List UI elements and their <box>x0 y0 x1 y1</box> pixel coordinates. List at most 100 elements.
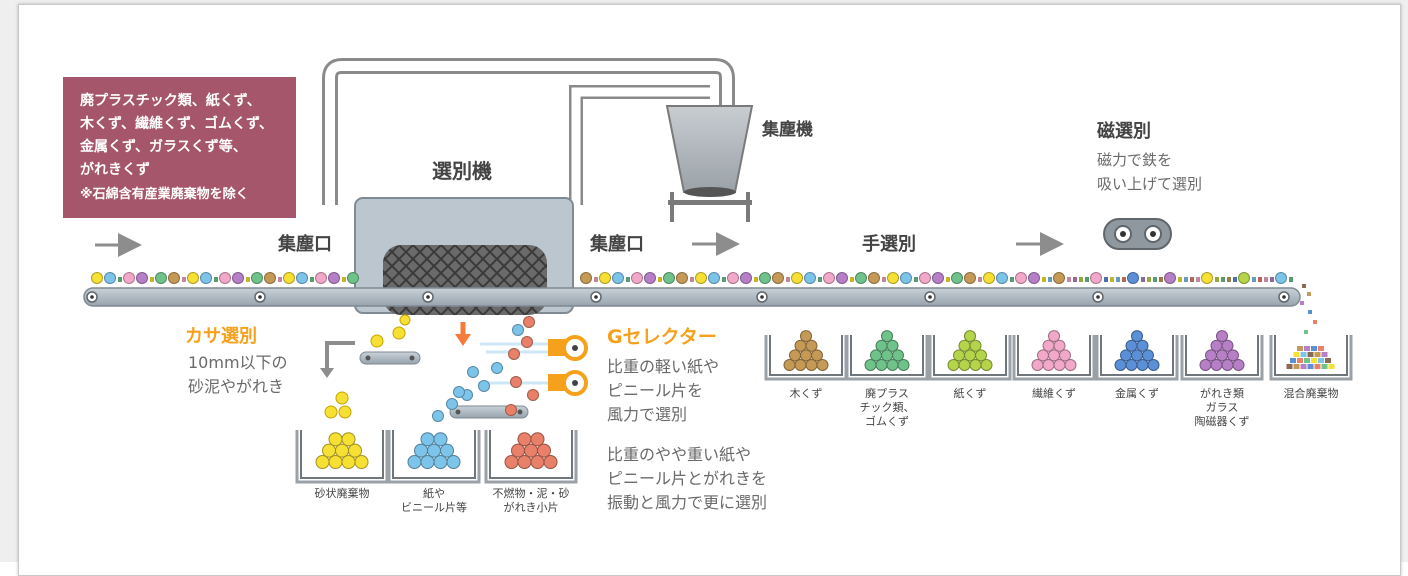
bin-inner <box>1100 335 1174 376</box>
pile-fragment <box>1311 358 1317 363</box>
waste-item <box>983 272 995 284</box>
g-selector-line-5: ピニール片とがれきを <box>607 469 767 488</box>
input-materials-box: 廃プラスチック類、紙くず、 木くず、繊維くず、ゴムくず、 金属くず、ガラスくず等… <box>63 77 296 218</box>
pile-fragment <box>1325 358 1331 363</box>
bin-outer <box>1180 335 1264 381</box>
sorting-item <box>432 410 444 422</box>
bin-inner <box>300 430 384 479</box>
waste-fragment <box>1304 330 1308 334</box>
pile-item <box>969 359 982 371</box>
bin-label: 紙や <box>423 486 445 500</box>
bin-outer <box>1095 335 1179 381</box>
g-selector-line-3: 風力で選別 <box>607 405 687 424</box>
magnetic-line-2: 吸い上げて選別 <box>1097 175 1202 193</box>
pile-fragment <box>1293 352 1300 357</box>
waste-fragment <box>1110 277 1114 282</box>
bin-label: 混合廃棄物 <box>1284 386 1339 400</box>
pile-fragment <box>1318 346 1324 351</box>
waste-fragment <box>1178 277 1182 282</box>
pile-item <box>805 339 818 352</box>
pile-item <box>530 455 545 469</box>
pile-item <box>348 443 362 458</box>
waste-fragment <box>978 277 982 282</box>
duct <box>322 58 735 205</box>
pile-item <box>433 432 448 447</box>
input-line-4: がれきくず <box>80 161 150 178</box>
pile-item <box>975 349 987 362</box>
bin-label: ビニール片等 <box>401 500 467 514</box>
pile-item <box>794 339 807 352</box>
waste-fragment <box>182 277 186 282</box>
waste-item <box>887 272 899 284</box>
pile-item <box>328 455 343 469</box>
pile-item <box>1048 330 1060 343</box>
waste-item <box>727 272 739 284</box>
pile-item <box>1232 359 1245 371</box>
waste-item <box>823 272 835 284</box>
bin-label: 陶磁器くず <box>1195 414 1250 428</box>
waste-item <box>200 272 212 284</box>
fan-icon <box>548 335 588 361</box>
pile-item <box>1042 359 1055 371</box>
sorting-item <box>527 389 539 401</box>
waste-item <box>251 272 263 284</box>
bin-inner <box>933 335 1007 376</box>
bin-inner <box>1274 335 1348 376</box>
pile-item <box>811 349 823 362</box>
pile-item <box>892 349 904 362</box>
bin-label: 砂状廃棄物 <box>315 486 370 500</box>
conveyor-rollers <box>86 291 1290 303</box>
waste-fragment <box>1067 277 1071 282</box>
waste-item <box>1164 272 1176 284</box>
pile-item <box>886 339 899 352</box>
pile-fragment <box>1321 364 1328 369</box>
pile-item <box>1136 339 1149 352</box>
waste-item <box>328 272 340 284</box>
pile-fragment <box>1314 364 1321 369</box>
pile-item <box>517 432 532 447</box>
sorting-item <box>453 386 465 398</box>
pile-item <box>1216 330 1228 343</box>
waste-fragment <box>1252 277 1256 282</box>
bin-label: チック類、 <box>860 401 915 414</box>
pile-item <box>524 443 538 458</box>
waste-fragment <box>1079 277 1083 282</box>
hand-bins: 木くず廃プラスチック類、ゴムくず紙くず繊維くず金属くずがれき類ガラス陶磁器くず混… <box>764 330 1353 428</box>
pile-item <box>543 455 558 469</box>
bin: 砂状廃棄物 <box>295 430 389 500</box>
waste-fragment <box>1122 277 1126 282</box>
sorting-item <box>478 380 490 392</box>
pile-item <box>315 455 330 469</box>
pile-item <box>1221 339 1234 352</box>
waste-item <box>695 272 707 284</box>
waste-fragment <box>850 277 854 282</box>
pile-item <box>420 432 435 447</box>
waste-item <box>155 272 167 284</box>
sorting-item <box>523 316 535 328</box>
pile-item <box>1042 339 1055 352</box>
conveyor-items <box>91 272 1317 334</box>
kasa-section: カサ選別 10mm以下の 砂泥やがれき <box>185 314 421 419</box>
pile-item <box>1120 349 1132 362</box>
pile-item <box>341 455 356 469</box>
kasa-line-1: 10mm以下の <box>188 353 288 372</box>
roller-axle <box>258 295 262 299</box>
waste-fragment <box>118 277 122 282</box>
pile-item <box>870 349 882 362</box>
waste-item <box>804 272 816 284</box>
pile-item <box>1131 349 1143 362</box>
pile-item <box>1125 339 1138 352</box>
roller-axle <box>928 295 932 299</box>
waste-fragment <box>1147 277 1151 282</box>
pile-item <box>800 349 812 362</box>
waste-item <box>676 272 688 284</box>
waste-item <box>1015 272 1027 284</box>
waste-item <box>1090 272 1102 284</box>
roller-axle <box>594 295 598 299</box>
waste-item <box>1238 272 1250 284</box>
waste-item <box>951 272 963 284</box>
waste-fragment <box>626 277 630 282</box>
